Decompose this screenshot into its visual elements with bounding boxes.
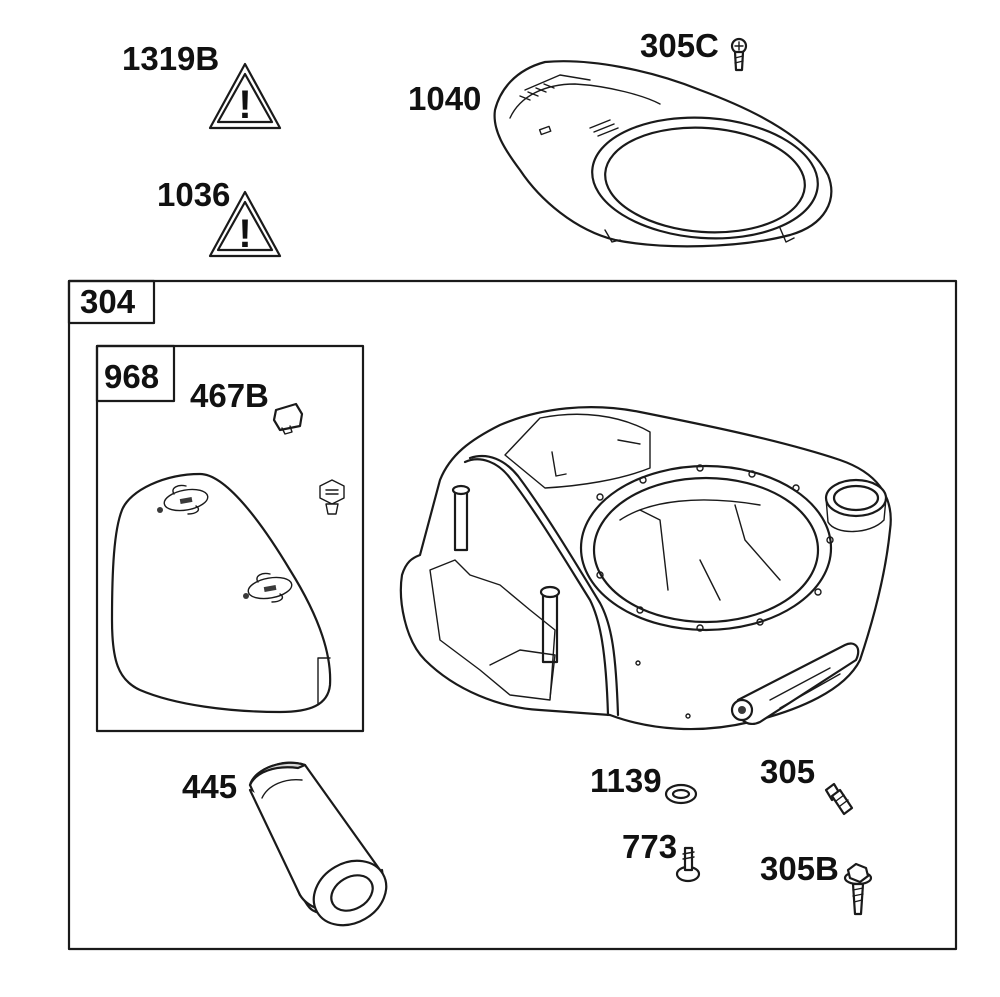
warning-decal-1319b-symbol: ! — [238, 83, 251, 127]
label-968: 968 — [104, 358, 159, 395]
label-467b: 467B — [190, 377, 269, 414]
label-1139: 1139 — [590, 762, 662, 799]
label-1040: 1040 — [408, 80, 481, 117]
label-304: 304 — [80, 283, 136, 320]
part-305b-screw[interactable] — [843, 862, 873, 916]
label-305c: 305C — [640, 27, 719, 64]
part-air-cleaner-cover[interactable] — [110, 472, 332, 714]
housing-bolt-holes — [596, 464, 834, 719]
kit-968-box — [95, 344, 365, 733]
warning-decal-1036-symbol: ! — [238, 212, 251, 256]
part-305c-screw[interactable] — [730, 37, 748, 72]
part-467b-fastener[interactable] — [272, 402, 304, 435]
label-445: 445 — [182, 768, 237, 805]
kit-304-tag — [67, 279, 156, 325]
part-1139-washer[interactable] — [664, 783, 698, 805]
warning-decal-1036[interactable]: ! — [208, 190, 282, 258]
kit-304-box — [67, 279, 958, 951]
label-773: 773 — [622, 828, 677, 865]
label-305: 305 — [760, 753, 815, 790]
part-773-pin[interactable] — [675, 846, 701, 883]
warning-decal-1319b[interactable]: ! — [208, 62, 282, 130]
part-retainer[interactable] — [319, 479, 345, 515]
part-305-screw[interactable] — [824, 782, 854, 816]
part-445-filter[interactable] — [248, 761, 398, 938]
kit-968-tag — [95, 344, 176, 403]
part-blower-housing[interactable] — [399, 406, 892, 731]
label-305b: 305B — [760, 850, 839, 887]
part-1040-guard[interactable] — [493, 60, 833, 248]
label-1319b: 1319B — [122, 40, 219, 77]
label-1036: 1036 — [157, 176, 230, 213]
